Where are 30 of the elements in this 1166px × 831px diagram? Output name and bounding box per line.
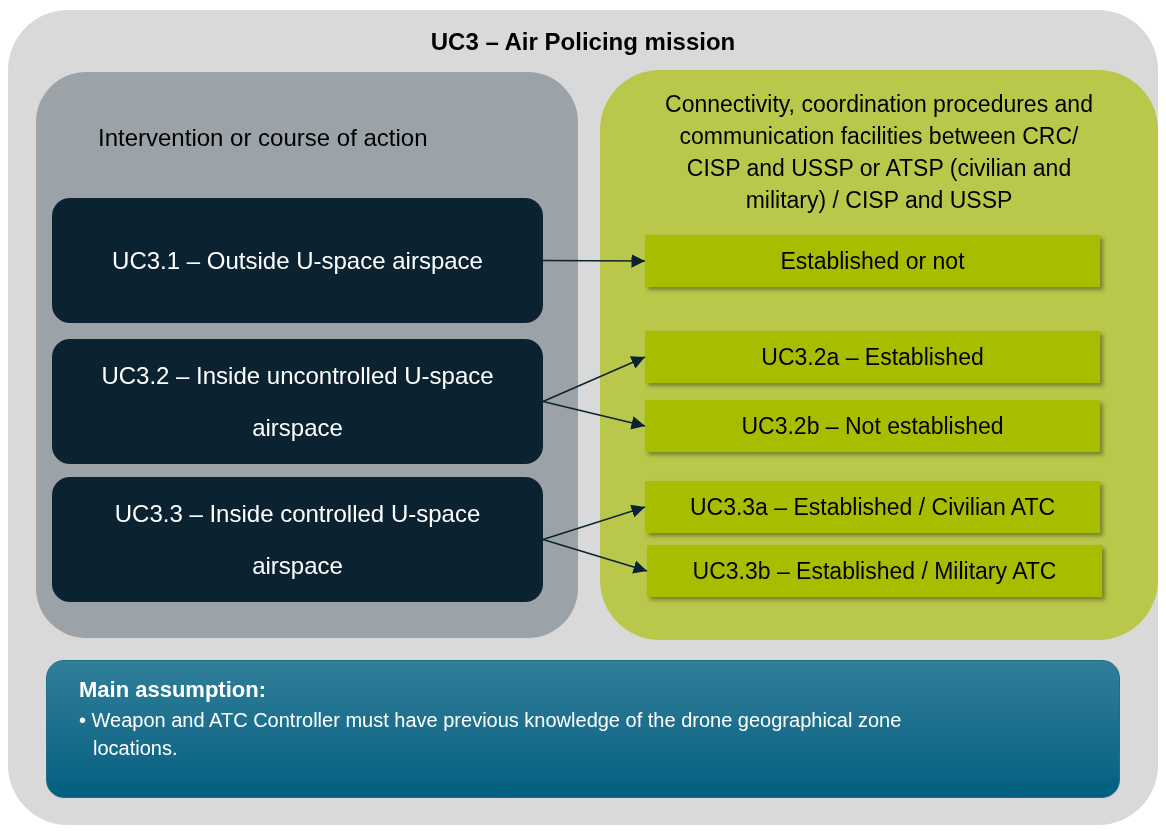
- option-box: [647, 545, 1102, 597]
- case-label: UC3.2 – Inside uncontrolled U-space airspace: [100, 360, 495, 443]
- note-text: • Weapon and ATC Controller must have previous knowledge of the drone geographical zone locations.: [79, 708, 903, 761]
- option-box: [645, 235, 1100, 287]
- group-panel: [36, 72, 578, 638]
- arrow: [542, 254, 646, 268]
- arrow: [542, 356, 646, 403]
- case-box: [52, 339, 543, 464]
- case-label: UC3.1 – Outside U-space airspace: [112, 245, 483, 276]
- option-box: [645, 481, 1100, 533]
- note-heading: Main assumption:: [79, 676, 267, 704]
- option-label: UC3.2b – Not established: [741, 411, 1004, 441]
- group-panel: [600, 70, 1158, 640]
- case-label: UC3.3 – Inside controlled U-space airspace: [113, 498, 482, 581]
- panel-heading: Connectivity, coordination procedures and communication facilities between CRC/ CISP and USSP or ATSP (civilian and military) / CISP and USSP: [664, 90, 1094, 215]
- arrow: [542, 400, 646, 430]
- option-box: [645, 331, 1100, 383]
- panel-heading: Intervention or course of action: [98, 123, 428, 153]
- option-label: Established or not: [780, 246, 965, 276]
- panel-title: UC3 – Air Policing mission: [429, 27, 737, 57]
- option-label: UC3.3a – Established / Civilian ATC: [689, 492, 1056, 522]
- outer-panel: [8, 10, 1158, 825]
- arrow: [542, 504, 646, 541]
- arrow: [542, 538, 648, 574]
- option-label: UC3.2a – Established: [761, 342, 984, 372]
- note-box: [46, 660, 1120, 798]
- option-label: UC3.3b – Established / Military ATC: [692, 556, 1057, 586]
- case-box: [52, 477, 543, 602]
- option-box: [645, 400, 1100, 452]
- case-box: [52, 198, 543, 323]
